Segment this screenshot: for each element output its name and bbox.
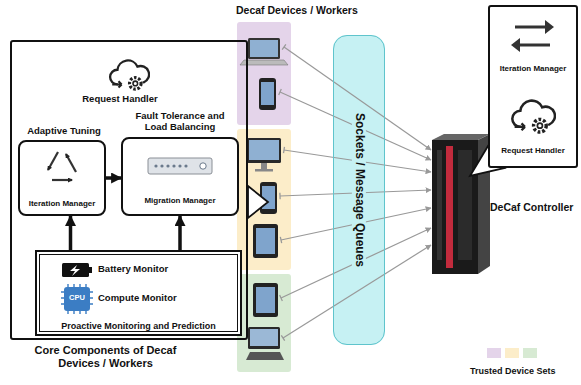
- flow-arrow: [69, 216, 73, 250]
- legend-text: Trusted Device Sets: [470, 366, 556, 376]
- node-text: Battery Monitor: [98, 264, 208, 275]
- controller-panel: Iteration ManagerRequest Handler: [488, 5, 578, 168]
- node-text: Sockets / Message Queues: [352, 110, 366, 270]
- component-panel: Request HandlerCore Components of Decaf …: [10, 40, 248, 340]
- node-text: Adaptive Tuning: [14, 126, 114, 137]
- message-queue: Sockets / Message Queues: [333, 35, 385, 345]
- flow-arrow: [178, 216, 182, 250]
- module-box: Adaptive TuningIteration Manager: [18, 140, 106, 216]
- module-box: Fault Tolerance and Load BalancingMigrat…: [121, 137, 239, 216]
- node-text: Request Handler: [60, 94, 180, 105]
- group-title: Decaf Devices / Workers: [236, 4, 376, 16]
- node-text: DeCaf Controller: [490, 201, 578, 213]
- flow-arrow: [106, 176, 121, 180]
- node-text: Iteration Manager: [488, 64, 578, 73]
- node-text: Proactive Monitoring and Prediction: [38, 321, 239, 331]
- node-text: Core Components of Decaf Devices / Worke…: [18, 344, 193, 369]
- node-text: Request Handler: [488, 146, 578, 155]
- node-text: Migration Manager: [121, 196, 239, 205]
- chip-label: CPU: [64, 294, 90, 303]
- node-text: Iteration Manager: [18, 199, 106, 208]
- legend-swatch: [487, 348, 501, 358]
- node-text: Fault Tolerance and Load Balancing: [126, 111, 234, 133]
- monitor-box: Battery MonitorCompute MonitorProactive …: [35, 250, 242, 336]
- controller-server: DeCaf Controller: [432, 140, 484, 274]
- node-text: Compute Monitor: [98, 293, 208, 304]
